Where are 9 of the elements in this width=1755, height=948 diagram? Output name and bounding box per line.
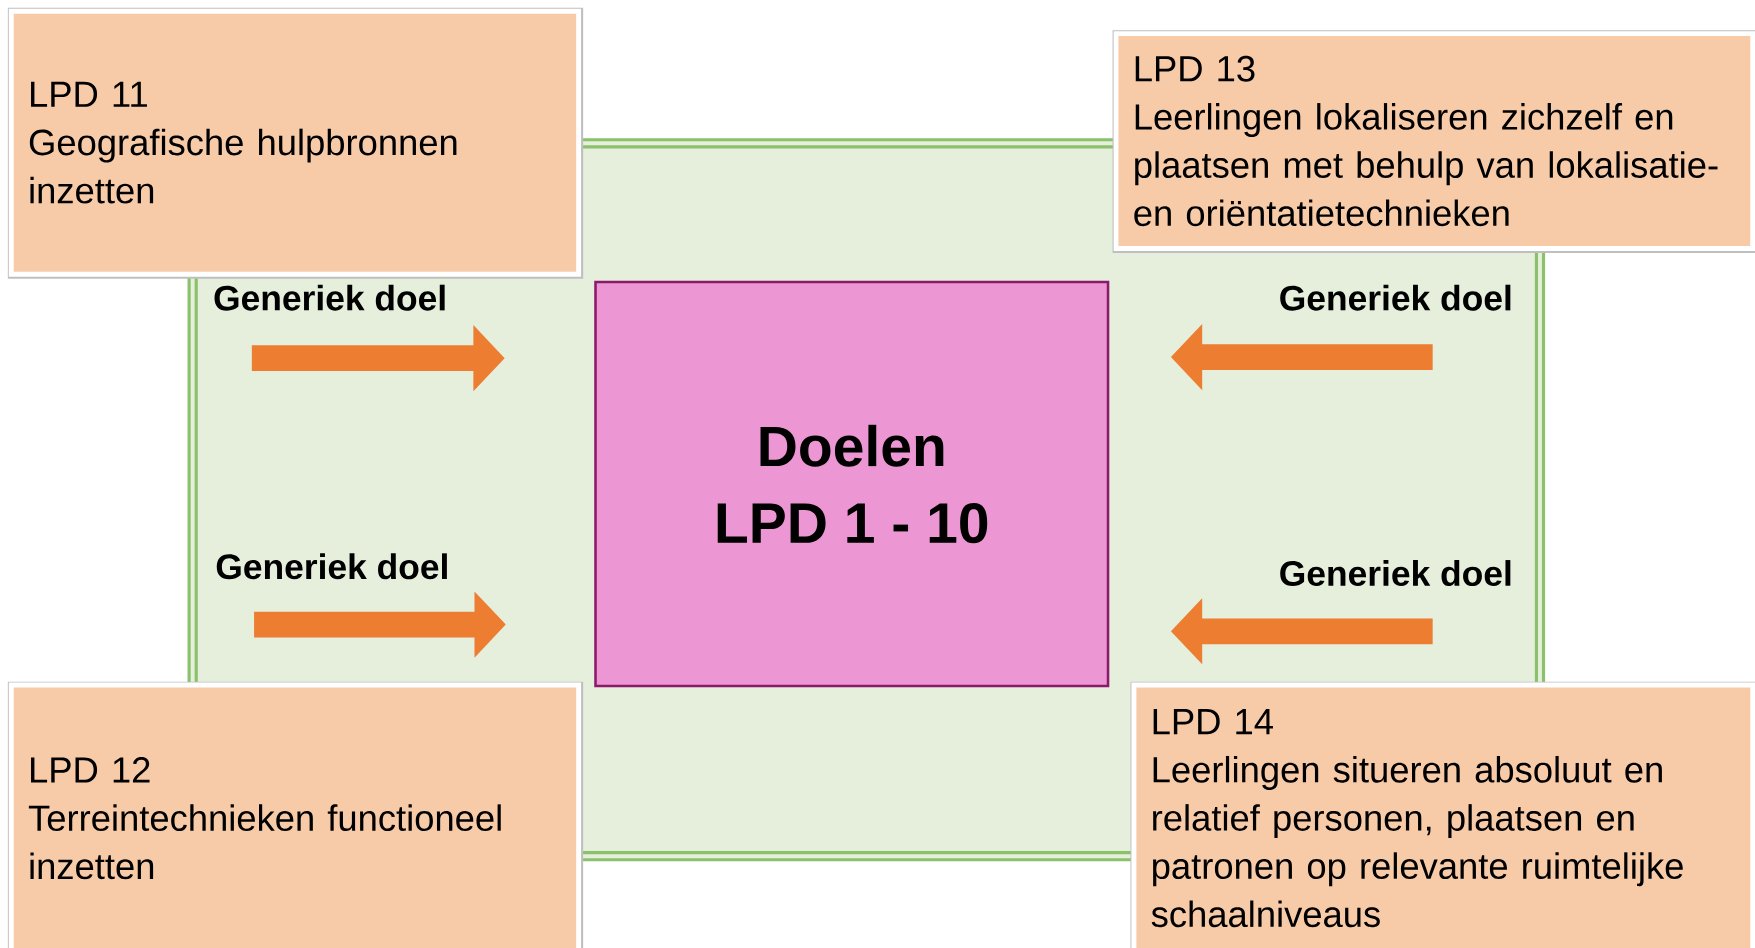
info-box: LPD 13 Leerlingen lokaliseren zichzelf en plaatsen met behulp van lokalisatie- en oriëntatietechnieken	[1113, 31, 1755, 251]
edge-label: Generiek doel	[216, 553, 447, 580]
edge-label: Generiek doel	[1280, 284, 1511, 311]
info-box: LPD 11 Geografische hulpbronnen inzetten	[8, 8, 582, 277]
edge-label: Generiek doel	[214, 284, 445, 311]
info-box: LPD 14 Leerlingen situeren absoluut en relatief personen, plaatsen en patronen op relevante ruimtelijke schaalniveaus	[1131, 682, 1755, 948]
info-box: LPD 12 Terreintechnieken functioneel inzetten	[8, 682, 582, 948]
edge-label: Generiek doel	[1280, 560, 1511, 587]
goal-box: Doelen LPD 1 - 10	[594, 280, 1110, 688]
